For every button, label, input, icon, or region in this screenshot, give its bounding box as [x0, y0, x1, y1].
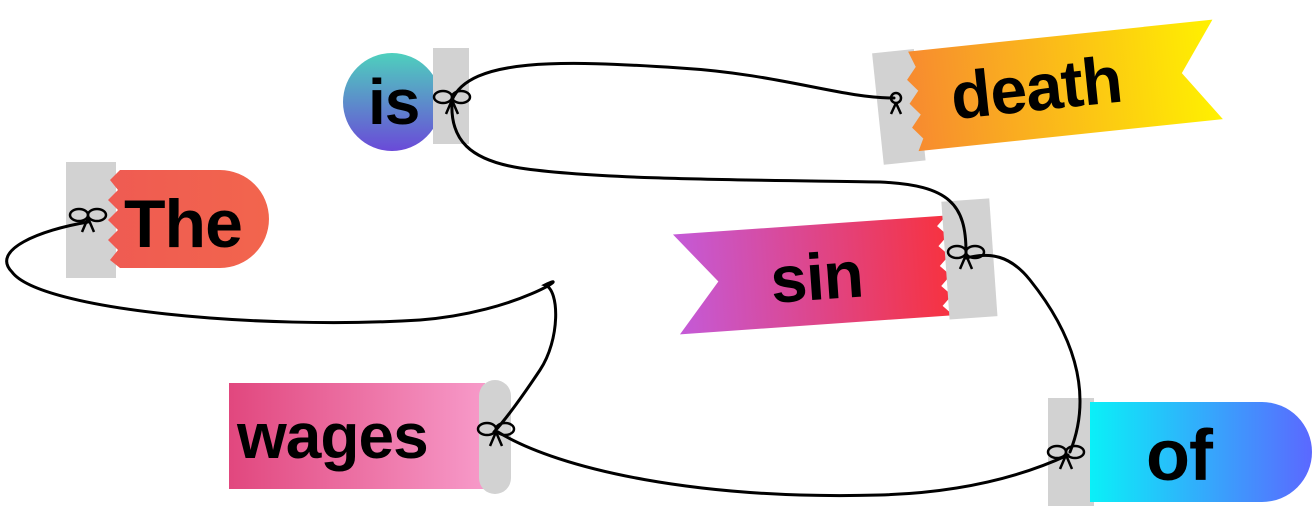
knot-eyelet-icon: [889, 91, 903, 115]
word-tag-sin: sin: [672, 198, 998, 335]
word-body-is: [343, 53, 441, 151]
word-body-of: [1090, 402, 1312, 502]
string-the-wages: [5, 220, 558, 434]
bow-knot-icon: [1046, 444, 1086, 470]
word-label-wages: wages: [236, 400, 428, 472]
word-body-the: [108, 170, 269, 268]
word-tag-of: of: [1048, 398, 1312, 506]
word-body-sin: [672, 215, 954, 335]
bow-knot-icon: [946, 244, 986, 270]
string-sin-is: [450, 100, 968, 254]
word-label-is: is: [368, 66, 419, 138]
bow-knot-icon: [476, 421, 516, 447]
tag-stub: [941, 198, 998, 320]
strings: [5, 61, 1082, 497]
word-label-death: death: [947, 42, 1125, 133]
word-tag-is: is: [343, 48, 469, 151]
word-tag-wages: wages: [229, 380, 511, 494]
word-body-wages: [229, 383, 485, 489]
bow-knot-icon: [68, 207, 108, 233]
word-tag-the: The: [66, 162, 269, 278]
word-label-sin: sin: [768, 237, 865, 317]
string-is-death: [450, 61, 896, 102]
bow-knot-icon: [432, 89, 472, 115]
knots: [68, 89, 1086, 470]
string-of-sin: [964, 253, 1082, 454]
string-wages-of: [496, 430, 1070, 497]
word-label-the: The: [124, 186, 242, 262]
word-tag-death: death: [872, 19, 1223, 165]
word-body-death: [907, 19, 1223, 152]
word-label-of: of: [1146, 416, 1214, 496]
